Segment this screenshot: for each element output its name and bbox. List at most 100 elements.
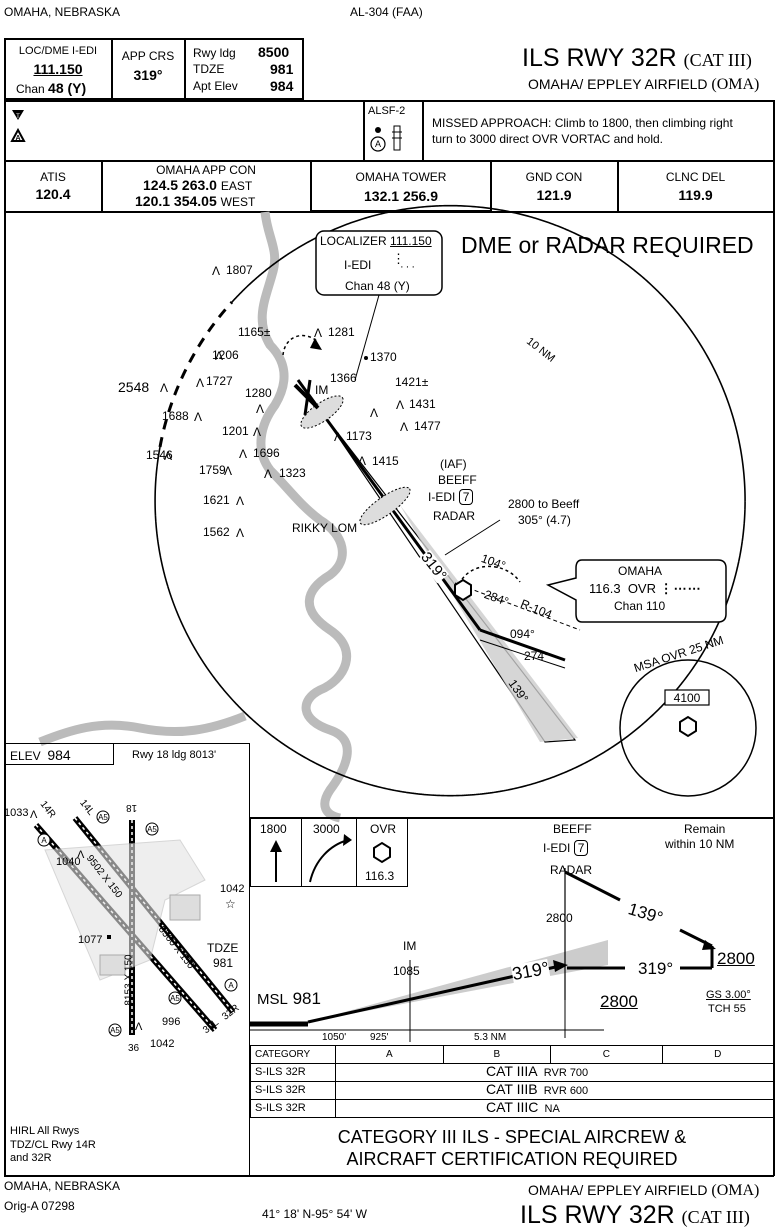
tdze-value: 981 (270, 61, 294, 77)
tower-label: OMAHA TOWER (355, 170, 447, 184)
obs-label: 1621 (203, 493, 230, 507)
svg-text:A: A (15, 135, 20, 142)
table-row: S-ILS 32R CAT IIIB RVR 600 (250, 1081, 774, 1100)
app-line-1: 124.5 263.0 EAST (143, 177, 253, 193)
river-branch (38, 711, 247, 747)
svg-text:Λ: Λ (135, 1021, 143, 1033)
location-top: OMAHA, NEBRASKA (4, 5, 121, 19)
loc-box-ident: I-EDI (344, 258, 372, 272)
cat3-note-2: AIRCRAFT CERTIFICATION REQUIRED (346, 1149, 678, 1169)
takeoff-alternate-icons: T A (10, 110, 26, 142)
obs-label: 1421± (395, 375, 429, 389)
iedi-label: I-EDI 7 (428, 489, 474, 505)
obs-label: 1477 (414, 419, 441, 433)
svg-text:Λ: Λ (224, 464, 232, 478)
profile-319b: 319° (638, 959, 674, 978)
svg-text:Λ: Λ (77, 849, 85, 861)
dist-5-3: 5.3 NM (474, 1032, 507, 1043)
r-104 (454, 582, 581, 631)
morse-iedi-2: ··· (400, 261, 417, 273)
tower-box (310, 160, 492, 212)
app-crs-label: APP CRS (121, 49, 175, 63)
vor-freq-id: 116.3 OVR ⋮⋯⋯ (589, 581, 702, 596)
apt-obs-996: 996 (162, 1016, 181, 1028)
min-name: S-ILS 32R (250, 1081, 336, 1100)
chan-line: Chan 48 (Y) (16, 80, 87, 96)
dist-1050: 1050' (322, 1032, 347, 1043)
rwy18-ldg: Rwy 18 ldg 8013' (132, 749, 217, 761)
apt-obs-1077: 1077 (78, 934, 103, 946)
missed-approach-2: turn to 3000 direct OVR VORTAC and hold. (432, 132, 664, 146)
atis-freq: 120.4 (35, 186, 71, 202)
obs-label: 1562 (203, 525, 230, 539)
tower-freq: 132.1 256.9 (364, 188, 438, 204)
briefing-box (4, 38, 304, 100)
svg-text:Λ: Λ (236, 526, 244, 540)
profile-tch: TCH 55 (708, 1003, 746, 1015)
svg-text:Λ: Λ (239, 447, 247, 461)
profile-iedi: I-EDI 7 (543, 840, 589, 856)
tdze-label: TDZE (193, 62, 225, 76)
loc-label: LOC/DME I-EDI (18, 45, 98, 57)
svg-text:A5: A5 (147, 825, 157, 834)
minimums-header-row: CATEGORY A B C D (250, 1045, 775, 1064)
svg-text:Λ: Λ (194, 410, 202, 424)
turn-alt: 3000 (313, 822, 340, 836)
climb-alt: 1800 (260, 822, 287, 836)
apt-tdze: TDZE (207, 941, 239, 955)
svg-text:Λ: Λ (334, 430, 342, 444)
obs-label: 2548 (118, 379, 150, 395)
airport-subtitle: OMAHA/ EPPLEY AIRFIELD (OMA) (528, 76, 760, 93)
profile-beeff: BEEFF (553, 822, 592, 836)
obs-label: 1415 (372, 454, 399, 468)
min-value: CAT IIIA RVR 700 (335, 1063, 774, 1082)
min-value: CAT IIIC NA (335, 1099, 774, 1118)
obs-label: 1370 (370, 350, 397, 364)
obs-label: 1165± (238, 325, 271, 339)
svg-text:A5: A5 (110, 1026, 120, 1035)
loc-freq: 111.150 (33, 61, 83, 77)
beeff-label: BEEFF (438, 473, 477, 487)
apt-note-1: HIRL All Rwys (10, 1125, 80, 1137)
min-value: CAT IIIB RVR 600 (335, 1081, 774, 1100)
dme-radar-required: DME or RADAR REQUIRED (461, 232, 754, 258)
svg-text:Λ: Λ (236, 494, 244, 508)
minimums-table: CATEGORY A B C D S-ILS 32R CAT IIIA RVR … (250, 1045, 775, 1118)
svg-text:A: A (41, 836, 47, 845)
apt-obs-1040: 1040 (56, 856, 81, 868)
elev-box (4, 743, 114, 765)
rwy-ldg-value: 8500 (258, 44, 290, 60)
river (256, 211, 352, 823)
clnc-freq: 119.9 (678, 187, 713, 203)
msa-circle (619, 659, 757, 797)
elev: ELEV 984 (10, 747, 71, 763)
svg-text:Λ: Λ (196, 376, 204, 390)
svg-text:Λ: Λ (256, 402, 264, 416)
apt-note-2: TDZ/CL Rwy 14R (10, 1139, 96, 1151)
apt-elev-label: Apt Elev (193, 79, 238, 93)
alsf-icon: A (370, 125, 402, 152)
table-row: S-ILS 32R CAT IIIC NA (250, 1099, 774, 1118)
loc-box-chan: Chan 48 (Y) (345, 279, 410, 293)
rwy-36: 36 (128, 1043, 140, 1054)
min-name: S-ILS 32R (250, 1063, 336, 1082)
obs-label: 1696 (253, 446, 280, 460)
apt-obs-1033: 1033 (4, 807, 29, 819)
hold-out: 094° (510, 627, 535, 641)
svg-text:Λ: Λ (160, 381, 168, 395)
obs-label: 1206 (212, 348, 239, 362)
profile-im-alt: 1085 (393, 964, 420, 978)
header-cell: C (550, 1045, 663, 1064)
svg-text:A: A (228, 981, 234, 990)
svg-text:Λ: Λ (164, 449, 172, 463)
profile-im: IM (403, 939, 417, 953)
ovr-label: OVR (370, 822, 397, 836)
footer-location: OMAHA, NEBRASKA (4, 1179, 121, 1193)
feeder-crs: 305° (4.7) (518, 513, 571, 527)
svg-text:A5: A5 (98, 813, 108, 822)
footer-orig: Orig-A 07298 (4, 1199, 75, 1213)
obs-label: 1688 (162, 409, 189, 423)
ovr-freq: 116.3 (365, 869, 395, 883)
